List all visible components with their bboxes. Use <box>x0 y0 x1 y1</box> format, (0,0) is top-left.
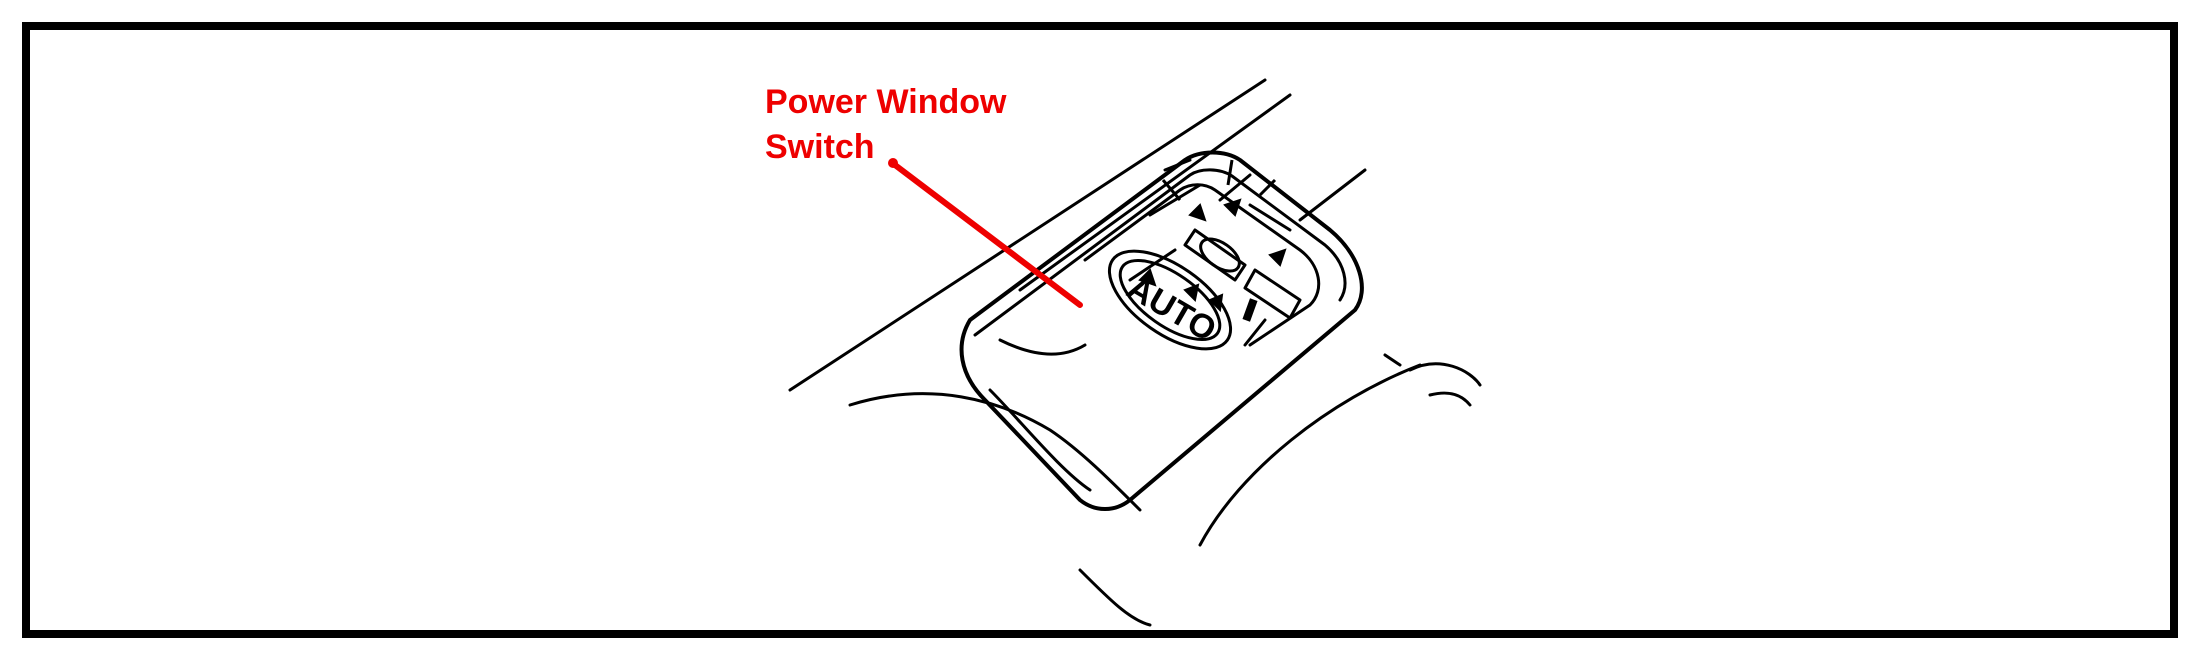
indicator-bar <box>1242 298 1258 322</box>
switch-base-bevel <box>998 338 1087 356</box>
switch-slash-1 <box>1248 203 1292 232</box>
panel-edge-line-1 <box>788 78 1267 392</box>
auto-label: AUTO <box>1121 269 1223 350</box>
indicator-marks <box>1138 159 1287 322</box>
callout-leader-line <box>892 162 1083 308</box>
center-knob <box>1199 237 1241 273</box>
panel-edge-line-2 <box>1018 93 1292 292</box>
indicator-arrow-1 <box>1188 203 1207 222</box>
switch-divider-4 <box>1218 173 1252 202</box>
diagram-frame <box>22 22 2178 638</box>
armrest-lip <box>1408 362 1482 387</box>
armrest-curve-lower <box>848 392 1142 512</box>
callout-label-line-2: Switch <box>765 128 875 166</box>
switch-panel <box>1083 158 1321 351</box>
indicator-tick-2 <box>1226 159 1234 186</box>
armrest-lip-inner <box>1428 391 1472 407</box>
indicator-tick-3 <box>1258 178 1277 197</box>
indicator-tick-1 <box>1161 179 1182 201</box>
callout-leader <box>888 158 1083 308</box>
panel-edge-line-3 <box>1298 168 1367 222</box>
door-panel-lines <box>788 78 1482 627</box>
switch-rocker-right <box>1243 268 1302 320</box>
armrest-curve-right <box>1198 363 1422 547</box>
switch-divider-1 <box>1148 183 1202 217</box>
armrest-curve-bottom <box>1078 568 1152 627</box>
switch-base-bottom-edge <box>988 388 1092 492</box>
switch-panel-outline <box>1083 183 1321 347</box>
switch-base-outer <box>959 150 1364 511</box>
indicator-arrow-5 <box>1183 283 1200 303</box>
auto-button-outline <box>1107 249 1233 351</box>
panel-edge-line-4 <box>1383 353 1402 367</box>
callout-leader-dot <box>888 158 898 168</box>
callout-label-line-1: Power Window <box>765 83 1007 121</box>
auto-button-inner <box>1118 258 1222 342</box>
switch-base <box>959 150 1364 511</box>
switch-rocker-center <box>1183 228 1247 282</box>
switch-divider-3 <box>1243 318 1267 347</box>
switch-slash-2 <box>1163 158 1192 172</box>
indicator-arrow-4 <box>1138 268 1157 287</box>
switch-base-top-edge <box>973 168 1347 337</box>
switch-divider-2 <box>1128 248 1177 282</box>
indicator-arrow-3 <box>1268 248 1287 267</box>
indicator-arrow-2 <box>1223 198 1242 217</box>
indicator-arrow-6 <box>1208 293 1224 313</box>
